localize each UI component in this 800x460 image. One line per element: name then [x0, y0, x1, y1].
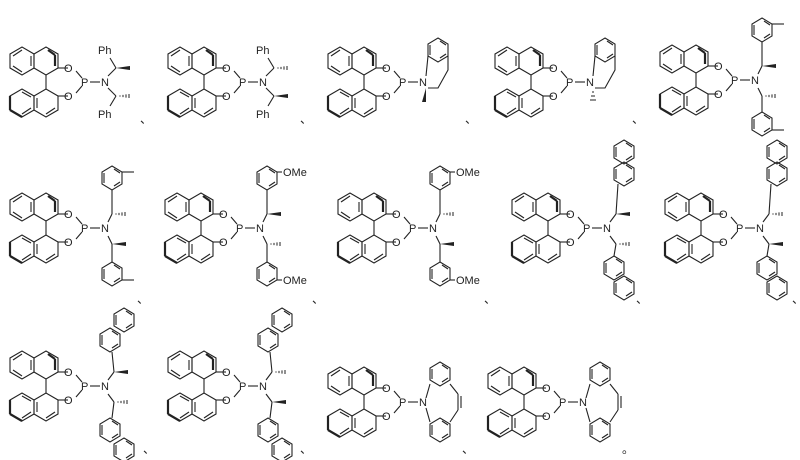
structure-6: O O P N [0, 160, 150, 305]
svg-text:N: N [101, 223, 109, 235]
svg-text:O: O [222, 395, 231, 407]
svg-text:N: N [419, 77, 427, 89]
svg-text:O: O [542, 411, 551, 423]
svg-text:O: O [714, 61, 723, 73]
svg-text:O: O [382, 91, 391, 103]
structure-7: O O P N OMe OMe [155, 160, 315, 305]
structure-10: O O P N [655, 139, 800, 310]
svg-text:OMe: OMe [283, 167, 307, 179]
svg-text:O: O [64, 91, 73, 103]
svg-text:Ph: Ph [256, 109, 269, 121]
svg-text:OMe: OMe [283, 275, 307, 287]
svg-text:O: O [222, 367, 231, 379]
svg-text:OMe: OMe [456, 167, 480, 179]
separator: 、 [636, 292, 649, 306]
svg-text:N: N [101, 77, 109, 89]
structure-2: O O P N Ph Ph [158, 28, 308, 133]
svg-text:O: O [382, 411, 391, 423]
svg-text:O: O [566, 209, 575, 221]
svg-text:OMe: OMe [456, 275, 480, 287]
svg-text:P: P [81, 223, 88, 235]
svg-text:N: N [603, 223, 611, 235]
separator: 、 [300, 442, 313, 456]
svg-text:O: O [714, 89, 723, 101]
separator: 、 [792, 290, 800, 307]
svg-text:P: P [566, 77, 573, 89]
svg-text:O: O [64, 395, 73, 407]
structure-9: O O P N [502, 139, 652, 310]
svg-text:N: N [751, 75, 759, 87]
svg-text:O: O [222, 63, 231, 75]
svg-text:O: O [392, 237, 401, 249]
separator: 、 [300, 112, 313, 126]
svg-text:N: N [259, 77, 267, 89]
svg-text:O: O [719, 237, 728, 249]
structure-12: O O P N [158, 307, 308, 460]
structure-13: O O P N [318, 348, 468, 458]
svg-text:O: O [64, 367, 73, 379]
svg-text:O: O [64, 209, 73, 221]
structure-14: O O P N [478, 348, 628, 458]
svg-text:O: O [64, 63, 73, 75]
svg-text:N: N [101, 381, 109, 393]
svg-text:P: P [81, 77, 88, 89]
svg-text:O: O [64, 237, 73, 249]
separator: 、 [140, 112, 153, 126]
svg-text:P: P [399, 77, 406, 89]
separator: 、 [484, 292, 497, 306]
svg-text:N: N [256, 223, 264, 235]
structure-5: O O P N [650, 12, 800, 147]
svg-text:P: P [409, 223, 416, 235]
svg-text:P: P [239, 381, 246, 393]
structure-3: O O P N [318, 28, 468, 133]
svg-text:O: O [392, 209, 401, 221]
svg-text:O: O [219, 209, 228, 221]
svg-text:O: O [222, 91, 231, 103]
svg-text:O: O [219, 237, 228, 249]
structure-4: O O P N [485, 28, 635, 133]
svg-text:O: O [719, 209, 728, 221]
svg-text:P: P [236, 223, 243, 235]
svg-text:Ph: Ph [256, 45, 269, 57]
svg-text:O: O [566, 237, 575, 249]
terminator: 。 [622, 442, 635, 456]
svg-text:Ph: Ph [98, 109, 111, 121]
svg-text:O: O [382, 383, 391, 395]
separator: 、 [312, 292, 325, 306]
svg-text:P: P [239, 77, 246, 89]
svg-text:O: O [542, 383, 551, 395]
svg-text:O: O [549, 63, 558, 75]
separator: 、 [465, 112, 478, 126]
svg-text:P: P [736, 223, 743, 235]
separator: 、 [137, 292, 150, 306]
svg-text:P: P [81, 381, 88, 393]
structure-1: O O P N Ph Ph [0, 28, 150, 133]
svg-text:N: N [586, 77, 594, 89]
svg-text:P: P [731, 75, 738, 87]
svg-text:P: P [583, 223, 590, 235]
svg-text:N: N [756, 223, 764, 235]
svg-text:Ph: Ph [98, 45, 111, 57]
structure-11: O O P N [0, 307, 150, 460]
separator: 、 [632, 112, 645, 126]
structure-8: O O P N OMe OMe [328, 160, 488, 305]
svg-text:O: O [549, 91, 558, 103]
separator: 、 [143, 442, 156, 456]
svg-text:N: N [579, 397, 587, 409]
svg-text:N: N [419, 397, 427, 409]
separator: 、 [462, 442, 475, 456]
svg-text:N: N [429, 223, 437, 235]
svg-text:P: P [559, 397, 566, 409]
svg-text:N: N [259, 381, 267, 393]
svg-text:P: P [399, 397, 406, 409]
svg-text:O: O [382, 63, 391, 75]
